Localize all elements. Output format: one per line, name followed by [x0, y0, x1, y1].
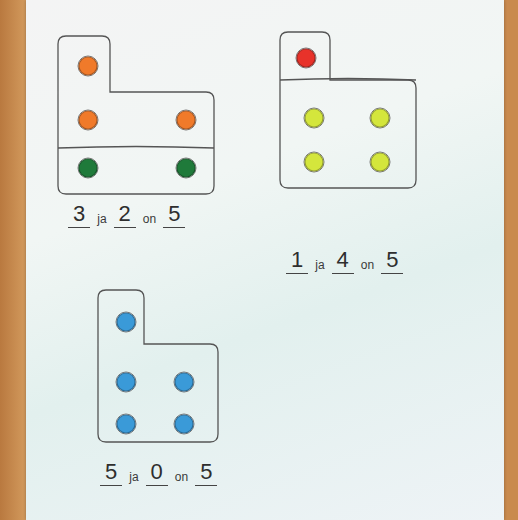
divider-line: [280, 79, 416, 81]
divider-line: [58, 147, 214, 149]
l-shape-outline: [58, 36, 214, 194]
dot-hole: [174, 414, 194, 434]
dot-hole: [78, 110, 98, 130]
answer-number: 5: [195, 460, 217, 486]
card-outline: [280, 32, 418, 190]
card-outline: [98, 290, 220, 444]
colored-dot: [117, 373, 135, 391]
colored-dot: [117, 313, 135, 331]
colored-dot: [117, 415, 135, 433]
dot-card: 1 ja 4 on 5: [280, 32, 420, 286]
colored-dot: [297, 49, 315, 67]
colored-dot: [371, 109, 389, 127]
dot-card: 3 ja 2 on 5: [58, 36, 218, 236]
sentence-word: ja: [129, 470, 138, 486]
colored-dot: [177, 111, 195, 129]
dot-hole: [78, 158, 98, 178]
dot-hole: [304, 152, 324, 172]
colored-dot: [305, 109, 323, 127]
answer-number: 5: [381, 248, 403, 274]
dot-hole: [116, 312, 136, 332]
dot-card: 5 ja 0 on 5: [98, 290, 222, 496]
colored-dot: [79, 57, 97, 75]
dot-hole: [116, 414, 136, 434]
answer-number: 2: [114, 202, 136, 228]
colored-dot: [177, 159, 195, 177]
sentence-row: 1 ja 4 on 5: [286, 248, 403, 274]
table-edge: [0, 0, 26, 520]
colored-dot: [79, 111, 97, 129]
dot-hole: [78, 56, 98, 76]
sentence-word: on: [175, 470, 188, 486]
dot-hole: [116, 372, 136, 392]
dot-hole: [304, 108, 324, 128]
l-shape-outline: [98, 290, 218, 442]
dot-hole: [296, 48, 316, 68]
answer-number: 1: [286, 248, 308, 274]
answer-number: 0: [146, 460, 168, 486]
sentence-word: ja: [97, 212, 106, 228]
colored-dot: [305, 153, 323, 171]
colored-dot: [175, 373, 193, 391]
dot-hole: [370, 152, 390, 172]
dot-hole: [176, 158, 196, 178]
card-outline: [58, 36, 216, 196]
colored-dot: [79, 159, 97, 177]
answer-number: 4: [332, 248, 354, 274]
colored-dot: [371, 153, 389, 171]
answer-number: 5: [163, 202, 185, 228]
dot-hole: [176, 110, 196, 130]
sentence-word: on: [143, 212, 156, 228]
sentence-word: ja: [315, 258, 324, 274]
l-shape-outline: [280, 32, 416, 188]
sentence-row: 3 ja 2 on 5: [68, 202, 185, 228]
colored-dot: [175, 415, 193, 433]
answer-number: 3: [68, 202, 90, 228]
answer-number: 5: [100, 460, 122, 486]
dot-hole: [174, 372, 194, 392]
sentence-row: 5 ja 0 on 5: [100, 460, 217, 486]
sentence-word: on: [361, 258, 374, 274]
paper-sheet: [26, 0, 504, 520]
dot-hole: [370, 108, 390, 128]
